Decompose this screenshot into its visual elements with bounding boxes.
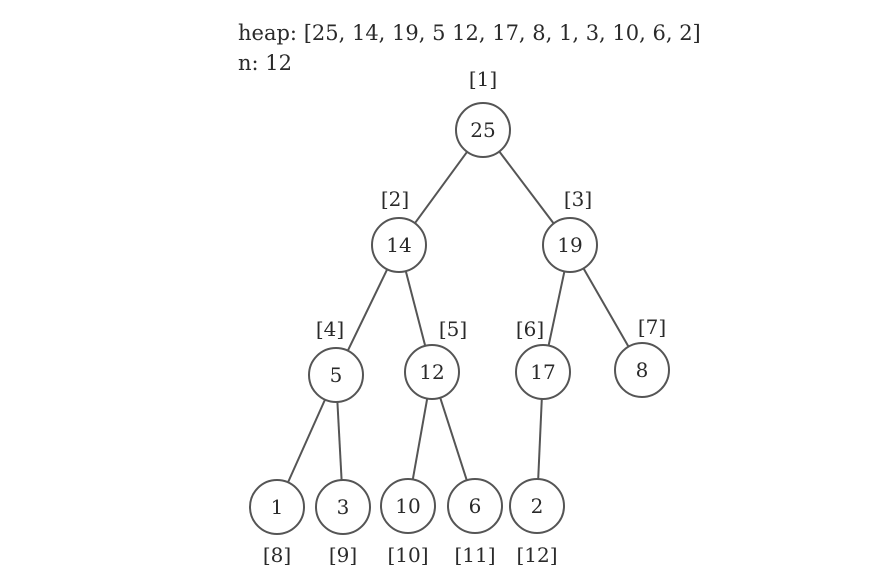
heap-size-caption: n: 12 xyxy=(238,50,292,76)
heap-node: 14 xyxy=(371,217,427,273)
tree-edge xyxy=(404,270,427,347)
heap-index-label: [3] xyxy=(564,187,592,211)
tree-edge xyxy=(346,268,389,352)
heap-node: 2 xyxy=(509,478,565,534)
heap-label: heap: xyxy=(238,21,297,45)
tree-nodes: 25 14 19 5 12 17 8 1 3 10 6 2 xyxy=(249,102,670,535)
heap-node: 17 xyxy=(515,344,571,400)
tree-edge xyxy=(498,150,555,225)
heap-node-circle xyxy=(380,478,436,534)
tree-edge xyxy=(411,398,429,480)
heap-node-circle xyxy=(249,479,305,535)
heap-node-circle xyxy=(404,344,460,400)
heap-node-value: 1 xyxy=(271,495,284,519)
heap-index-label: [7] xyxy=(638,315,666,339)
heap-node-value: 10 xyxy=(395,494,420,518)
tree-edge xyxy=(537,398,543,480)
heap-node-circle xyxy=(315,479,371,535)
heap-node: 3 xyxy=(315,479,371,535)
heap-node-value: 8 xyxy=(636,358,649,382)
heap-node-value: 25 xyxy=(470,118,495,142)
heap-size-label: n: xyxy=(238,51,259,75)
heap-node-circle xyxy=(308,347,364,403)
tree-index-labels: [1] [2] [3] [4] [5] [6] [7] [8] [9] [10] [11] [12] xyxy=(263,67,666,567)
tree-edges xyxy=(287,150,630,483)
tree-edge xyxy=(547,271,566,346)
heap-node-circle xyxy=(447,478,503,534)
heap-node: 10 xyxy=(380,478,436,534)
heap-node-circle xyxy=(509,478,565,534)
tree-edge xyxy=(336,401,343,481)
tree-edge xyxy=(287,399,326,483)
heap-node: 1 xyxy=(249,479,305,535)
heap-node-value: 17 xyxy=(530,360,555,384)
heap-node-value: 3 xyxy=(337,495,350,519)
heap-node-value: 2 xyxy=(531,494,544,518)
tree-edge xyxy=(414,151,468,224)
heap-node-circle xyxy=(515,344,571,400)
heap-node: 25 xyxy=(455,102,511,158)
heap-node-circle xyxy=(542,217,598,273)
heap-node-circle xyxy=(614,342,670,398)
heap-array-values: [25, 14, 19, 5 12, 17, 8, 1, 3, 10, 6, 2… xyxy=(303,21,701,45)
heap-index-label: [2] xyxy=(381,187,409,211)
heap-node: 8 xyxy=(614,342,670,398)
heap-node-circle xyxy=(455,102,511,158)
heap-array-caption: heap: [25, 14, 19, 5 12, 17, 8, 1, 3, 10… xyxy=(238,20,701,46)
heap-node-value: 19 xyxy=(557,233,582,257)
heap-node-value: 14 xyxy=(386,233,411,257)
heap-node: 5 xyxy=(308,347,364,403)
heap-index-label: [8] xyxy=(263,543,291,567)
tree-edge xyxy=(582,267,630,348)
tree-edge xyxy=(439,397,468,481)
heap-node-value: 5 xyxy=(330,363,343,387)
heap-node-value: 12 xyxy=(419,360,444,384)
heap-node: 12 xyxy=(404,344,460,400)
heap-index-label: [4] xyxy=(316,317,344,341)
heap-index-label: [5] xyxy=(439,317,467,341)
heap-node: 19 xyxy=(542,217,598,273)
heap-size-value: 12 xyxy=(265,51,293,75)
heap-node-value: 6 xyxy=(469,494,482,518)
heap-index-label: [12] xyxy=(516,543,557,567)
heap-index-label: [6] xyxy=(516,317,544,341)
heap-index-label: [10] xyxy=(387,543,428,567)
heap-index-label: [9] xyxy=(329,543,357,567)
heap-index-label: [11] xyxy=(454,543,495,567)
heap-node-circle xyxy=(371,217,427,273)
heap-index-label: [1] xyxy=(469,67,497,91)
heap-node: 6 xyxy=(447,478,503,534)
